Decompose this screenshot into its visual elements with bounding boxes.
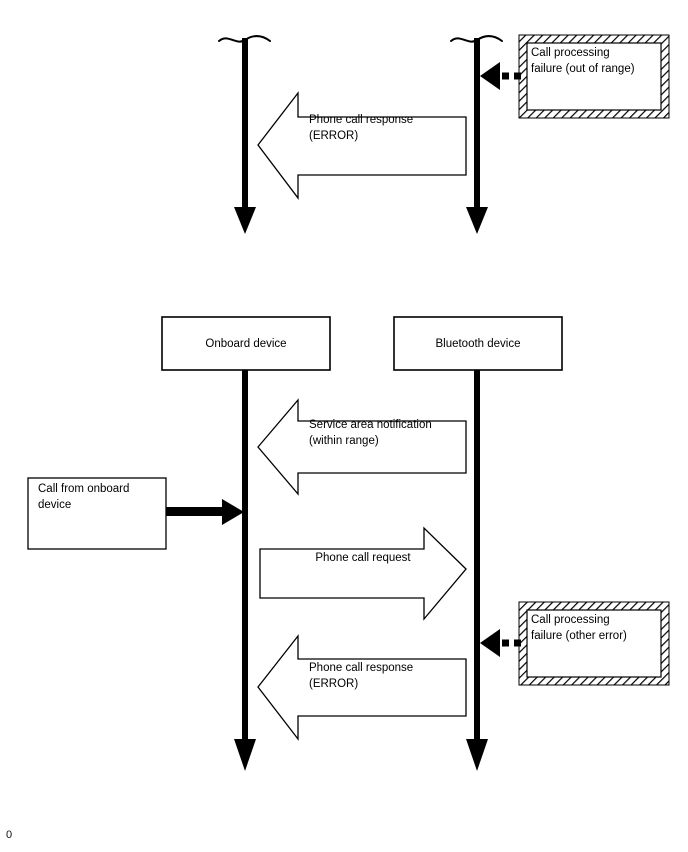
message-arrow-phone-call-response-error-bottom <box>257 634 467 741</box>
note-call-processing-failure-out-of-range <box>518 34 670 119</box>
lifeline-arrowhead-icon <box>466 207 488 234</box>
lifeline-arrowhead-icon <box>234 739 256 771</box>
connector-other-error-to-bluetooth <box>480 629 521 657</box>
connector-out-of-range-to-bluetooth <box>480 62 521 90</box>
lifeline-shaft <box>242 370 248 747</box>
connector-arrowhead-icon <box>480 629 500 657</box>
message-arrow-service-area-notification <box>257 398 467 496</box>
lifeline-onboard-top <box>218 35 271 234</box>
lifeline-bluetooth-bottom <box>466 370 488 771</box>
lifeline-arrowhead-icon <box>466 739 488 771</box>
message-arrow-phone-call-request <box>259 526 467 621</box>
connector-arrowhead-icon <box>222 499 244 525</box>
note-call-processing-failure-other-error <box>518 601 670 686</box>
lifeline-arrowhead-icon <box>234 207 256 234</box>
lifeline-shaft <box>242 38 248 215</box>
connector-solid-line <box>166 507 224 516</box>
lifeline-bluetooth-top <box>450 35 503 234</box>
footer-page-mark: 0 <box>6 829 13 841</box>
message-arrow-phone-call-response-error-top <box>257 91 467 200</box>
connector-arrowhead-icon <box>480 62 500 90</box>
note-inner-panel <box>526 42 662 111</box>
note-call-from-onboard-device <box>27 477 167 550</box>
connector-call-from-onboard-to-lifeline <box>166 499 244 525</box>
device-box-bluetooth <box>393 316 563 371</box>
note-inner-panel <box>526 609 662 678</box>
lifeline-shaft <box>474 370 480 747</box>
lifeline-shaft <box>474 38 480 215</box>
lifeline-onboard-bottom <box>234 370 256 771</box>
device-box-onboard <box>161 316 331 371</box>
